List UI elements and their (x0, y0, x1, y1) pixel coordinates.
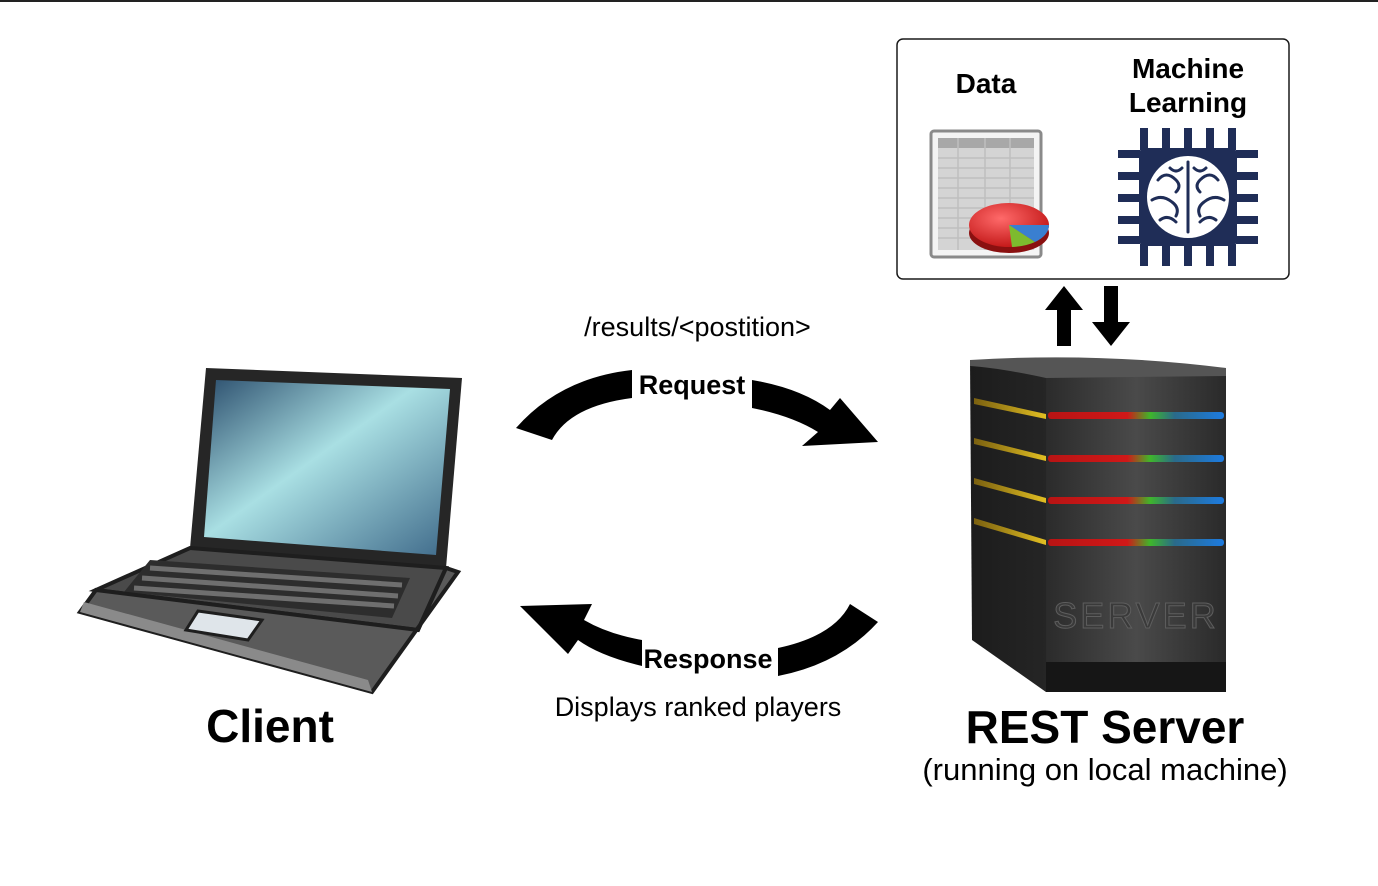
response-description: Displays ranked players (554, 692, 842, 722)
request-arrow (516, 370, 878, 446)
response-label: Response (643, 644, 773, 674)
up-arrow-icon (1045, 286, 1083, 346)
response-arrow (520, 604, 878, 676)
request-label: Request (638, 370, 746, 400)
down-arrow-icon (1092, 286, 1130, 346)
rest-server-label: REST Server (965, 701, 1245, 753)
data-label: Data (955, 68, 1017, 99)
client-label: Client (206, 700, 334, 752)
laptop-icon (76, 368, 462, 695)
request-path: /results/<postition> (584, 312, 811, 342)
machine-learning-label: Machine Learning (1128, 53, 1248, 118)
spreadsheet-chart-icon (929, 129, 1050, 259)
server-tower-icon: SERVER (970, 357, 1226, 692)
ai-brain-chip-icon (1118, 128, 1258, 266)
server-engraving: SERVER (1053, 595, 1218, 636)
top-border (0, 0, 1378, 2)
server-led-strips (974, 398, 1224, 546)
server-sublabel: (running on local machine) (922, 752, 1288, 787)
